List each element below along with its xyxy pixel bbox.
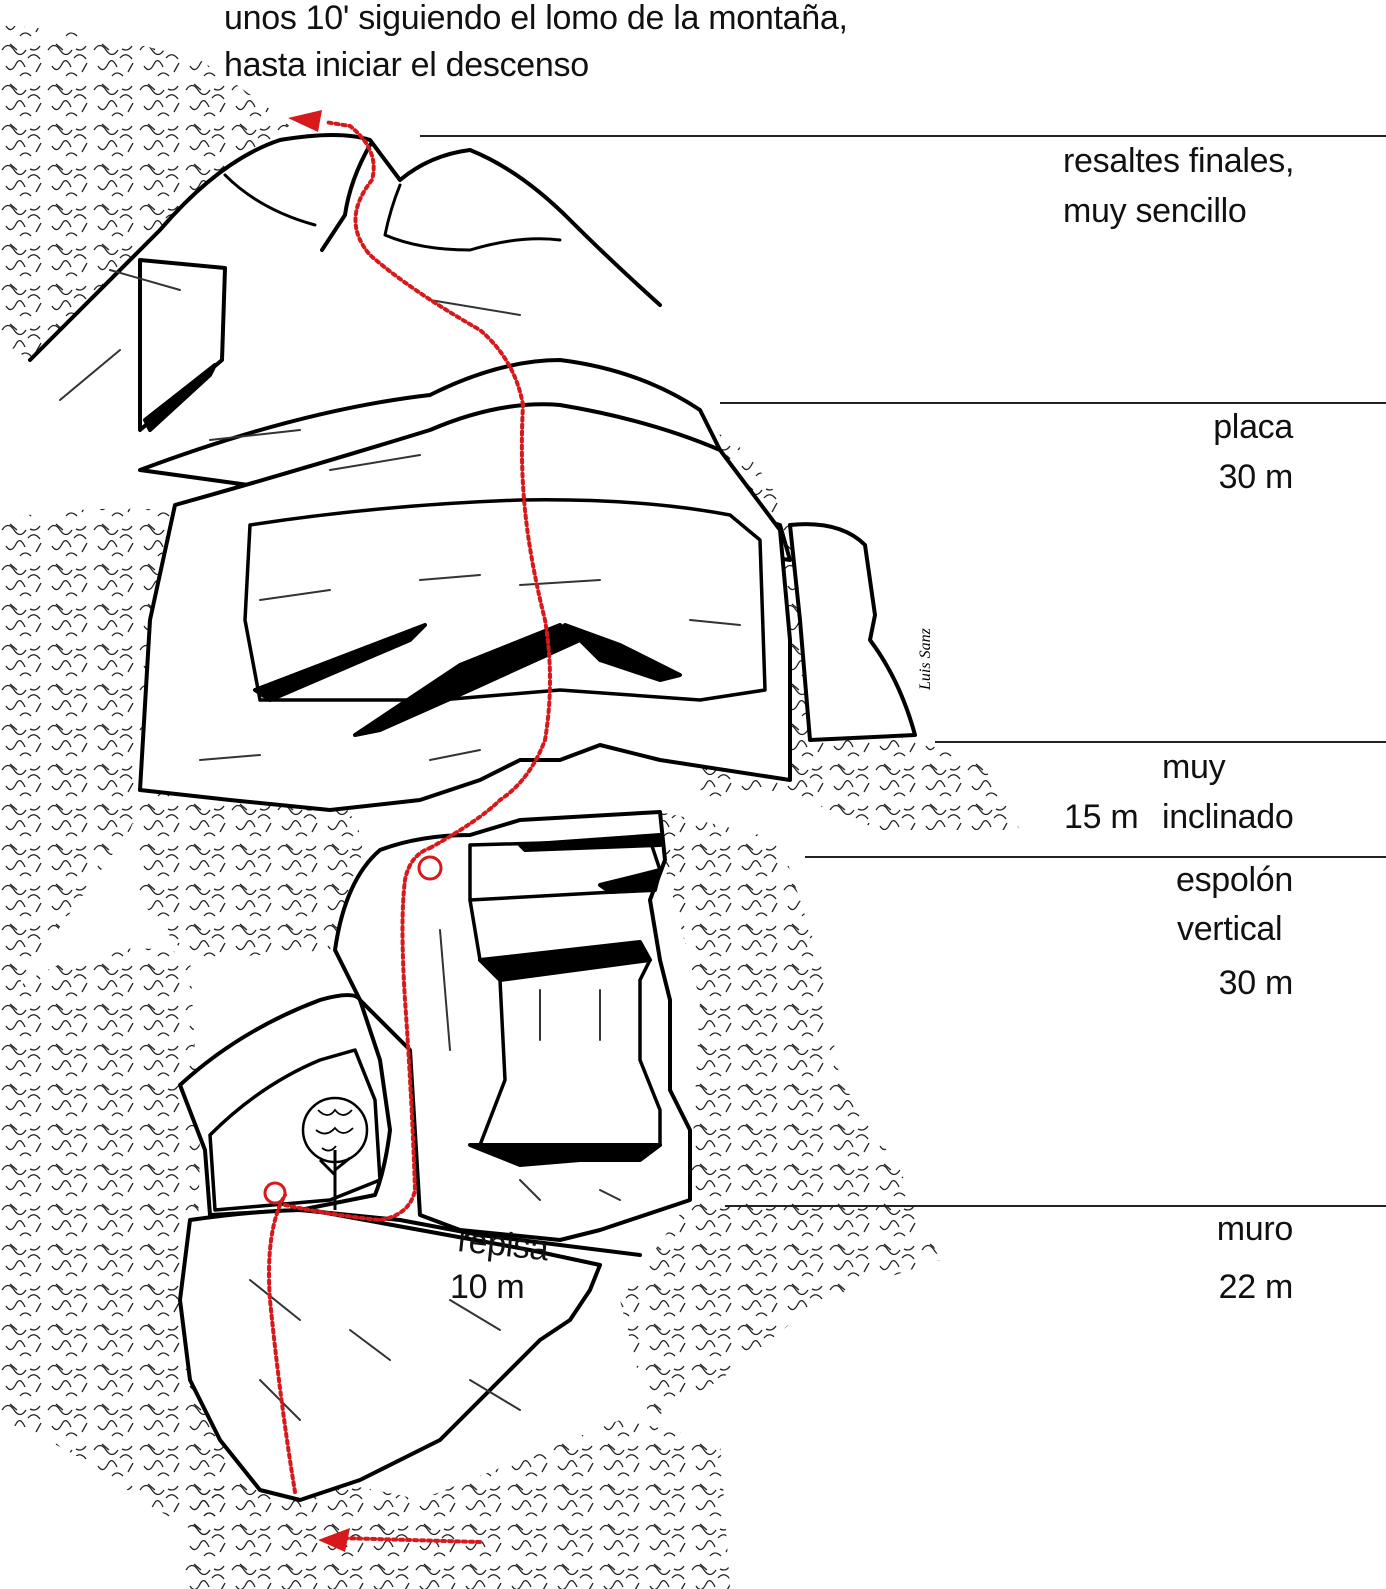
intro-line-2: hasta iniciar el descenso: [224, 40, 589, 90]
repisa-length: 10 m: [450, 1262, 524, 1312]
muro-label: muro: [1100, 1204, 1293, 1254]
espolon-label-line1: espolón: [1100, 855, 1293, 905]
muy-inclinado-label-line1: muy: [1162, 742, 1225, 792]
espolon-label-line2: vertical: [1177, 904, 1282, 954]
placa-length: 30 m: [1100, 452, 1293, 502]
placa-right-boulder: [790, 524, 915, 740]
muy-inclinado-length: 15 m: [1064, 792, 1138, 842]
resaltes-label-line1: resaltes finales,: [1063, 136, 1294, 186]
svg-text:Luis Sanz: Luis Sanz: [917, 627, 934, 691]
exit-arrow-icon: [288, 110, 322, 132]
muy-inclinado-label-line2: inclinado: [1162, 792, 1294, 842]
summit-left-block: [140, 260, 225, 430]
espolon-length: 30 m: [1100, 958, 1293, 1008]
resaltes-label-line2: muy sencillo: [1063, 186, 1246, 236]
placa-label: placa: [1100, 402, 1293, 452]
intro-line-1: unos 10' siguiendo el lomo de la montaña…: [224, 0, 848, 43]
signature-mark: Luis Sanz: [917, 627, 934, 691]
muro-length: 22 m: [1100, 1262, 1293, 1312]
